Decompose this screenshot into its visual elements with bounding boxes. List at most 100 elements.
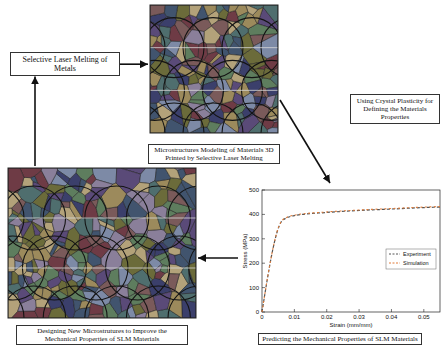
grain [154,189,167,207]
grain [152,206,167,219]
grain [145,310,158,318]
grain [150,35,157,47]
grain [132,304,145,315]
tick-mark [359,309,360,312]
grain [73,300,81,312]
grain [164,5,178,19]
axis-label: 100 [249,284,259,291]
melt-pool-boundary [150,103,204,133]
grain [175,254,189,268]
grain [158,100,181,112]
grain [250,61,266,70]
axis-label: 0.01 [289,314,301,321]
axis-label: 0.03 [353,314,365,321]
tick-mark [391,309,392,312]
grain [50,198,61,214]
image-frame [150,5,278,133]
layer-boundary [8,218,196,219]
tick-mark [262,238,265,239]
grain [263,5,278,26]
melt-pool-boundary [8,286,66,318]
grain [89,303,103,314]
axis-label: 300 [249,236,259,243]
axis-label: 500 [249,187,259,194]
grain [181,266,189,284]
grain [74,218,92,236]
grain [114,217,126,231]
process-box: Using Crystal Plasticity for Defining th… [350,94,440,124]
node-text: Predicting the Mechanical Properties of … [258,333,422,345]
grain [157,76,166,96]
axis-label: 0 [256,309,259,316]
grain [52,246,70,258]
melt-pool-boundary [168,286,196,318]
axis-label: 0.04 [386,314,398,321]
grain [56,170,70,184]
grain [189,100,205,105]
microstructure-image [8,168,196,318]
grain [8,191,21,209]
legend-frame [386,249,436,269]
grain [26,261,33,272]
grain [150,55,170,76]
node-text: Using Crystal Plasticity for Defining th… [355,97,435,121]
axis-label: 400 [249,211,259,218]
grain [32,222,44,233]
grain [166,41,181,56]
grain [44,265,59,281]
process-box: Microstructures Modeling of Materials 3D… [148,4,280,164]
stress-strain-chart [262,190,440,312]
grain [41,168,57,185]
layer-boundary [8,268,196,269]
node-text: Selective Laser Melting of Metals [15,55,115,73]
axis-label: 0.02 [321,314,333,321]
grain [8,168,24,193]
grain [135,247,147,263]
grain [261,78,278,89]
grain [93,218,100,231]
grain [226,78,233,89]
process-box: Selective Laser Melting of Metals [10,52,120,76]
microstructure-image [150,5,278,133]
grain [129,217,148,235]
grain [222,5,229,12]
experiment-curve [262,207,440,312]
grain [203,5,216,16]
simulation-curve [262,207,440,312]
axis-label: 0 [260,314,263,321]
flow-arrow [198,257,238,259]
melt-pool-boundary [43,286,107,318]
layer-boundary [150,90,278,91]
node-text: Microstructures Modeling of Materials 3D… [148,144,280,164]
grain [88,252,101,266]
process-box: Predicting the Mechanical Properties of … [238,183,442,345]
axis-label: 0.05 [418,314,430,321]
tick-mark [294,309,295,312]
axis-label: 200 [249,260,259,267]
tick-mark [262,190,265,191]
grain [8,257,15,272]
grain [60,264,73,276]
process-box: Designing New Microstrutures to Improve … [6,166,198,345]
grain [190,89,207,100]
grain [81,182,92,195]
plot-frame [262,190,440,312]
tick-mark [262,263,265,264]
grain [267,128,278,133]
grain [167,178,182,192]
grain [8,241,22,258]
grain [215,123,238,133]
grain [147,244,155,258]
melt-pool-boundary [183,103,243,133]
melt-pool-boundary [126,286,190,318]
grain [168,292,182,318]
melt-pool-boundary [222,103,278,133]
flow-arrow [120,63,148,65]
melt-pool-boundary [85,286,149,318]
grain [253,33,278,58]
legend-text: Simulation [403,260,429,266]
layer-boundary [150,47,278,48]
tick-mark [423,309,424,312]
grain [110,296,122,315]
